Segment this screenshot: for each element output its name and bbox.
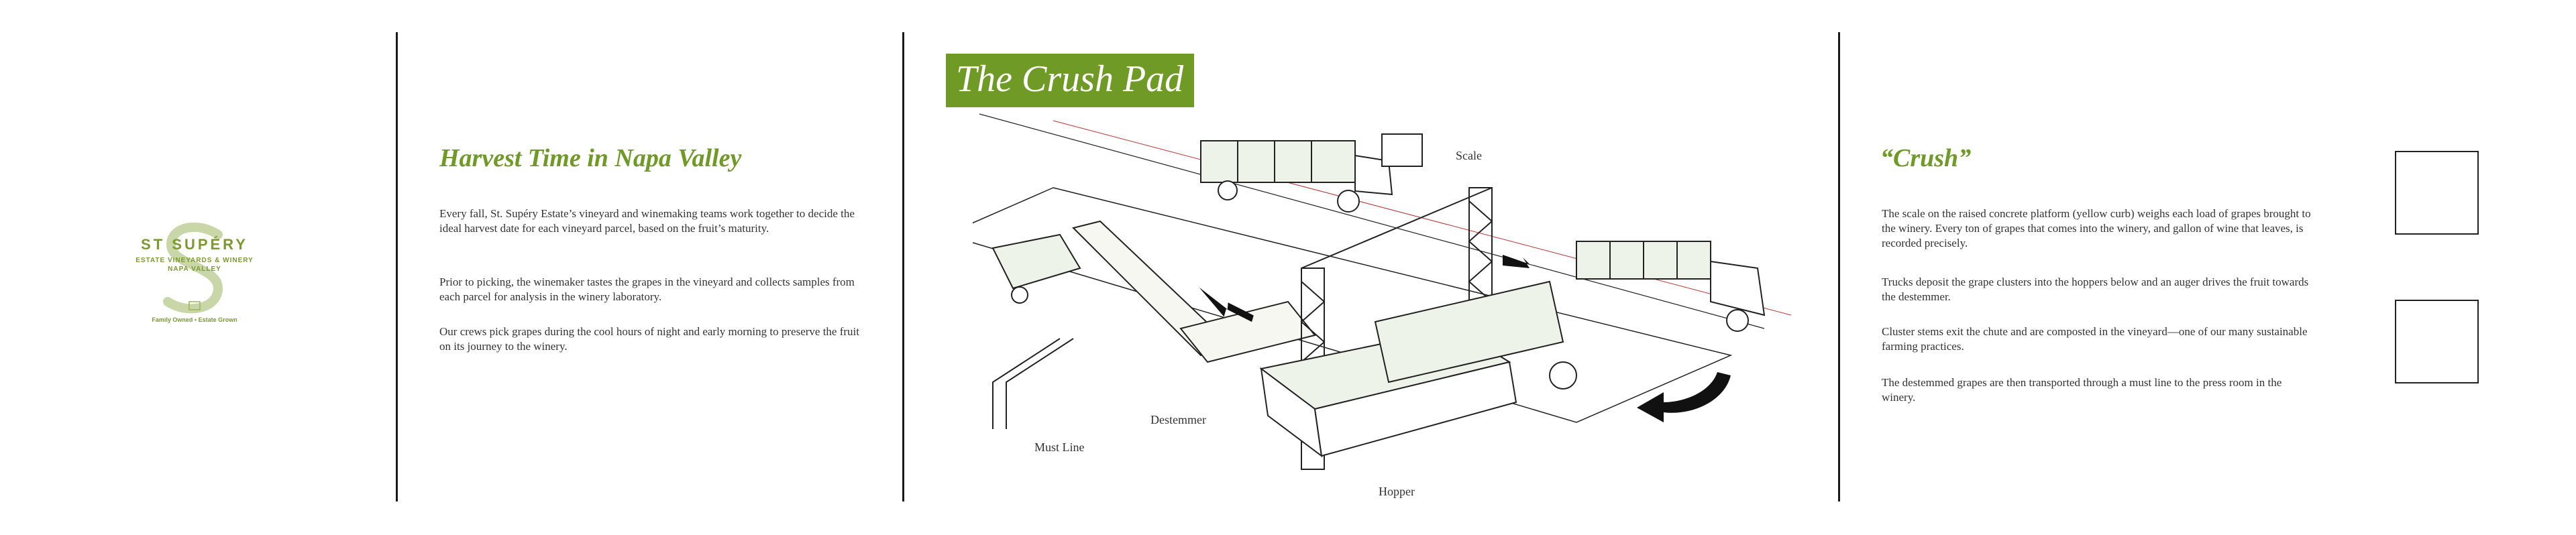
harvest-paragraph-2: Prior to picking, the winemaker tastes t… — [439, 276, 855, 303]
divider-3 — [1838, 32, 1840, 501]
label-scale: Scale — [1456, 149, 1482, 162]
truck-center — [1374, 280, 1577, 390]
crush-pad-banner — [946, 54, 1194, 107]
harvest-heading: Harvest Time in Napa Valley — [439, 144, 742, 172]
st-supery-logo-mark — [163, 222, 223, 314]
crush-paragraph-3: Cluster stems exit the chute and are com… — [1882, 325, 2308, 353]
must-line-pipe — [992, 338, 1074, 429]
harvest-paragraph-1: Every fall, St. Supéry Estate’s vineyard… — [439, 207, 855, 235]
label-must-line: Must Line — [1034, 440, 1085, 454]
placeholder-box-1 — [2395, 151, 2479, 235]
logo-tagline: Family Owned • Estate Grown — [152, 316, 237, 323]
crush-paragraph-1: The scale on the raised concrete platfor… — [1882, 207, 2311, 249]
divider-2 — [902, 32, 904, 501]
crush-pad-illustration — [973, 113, 1792, 470]
scale-sign — [1381, 133, 1423, 167]
logo-subtitle: ESTATE VINEYARDS & WINERY NAPA VALLEY — [134, 256, 255, 274]
label-destemmer: Destemmer — [1150, 413, 1206, 426]
truck-top — [1200, 140, 1393, 213]
flow-arrows — [1199, 255, 1731, 422]
crush-paragraph-4: The destemmed grapes are then transporte… — [1882, 376, 2282, 404]
logo-sub-line-2: NAPA VALLEY — [168, 265, 221, 273]
crush-pad-title: The Crush Pad — [956, 58, 1184, 100]
harvest-paragraph-3: Our crews pick grapes during the cool ho… — [439, 325, 859, 353]
destemmer — [1072, 220, 1316, 363]
placeholder-box-2 — [2395, 300, 2479, 383]
truck-left — [991, 233, 1081, 304]
crush-paragraph-2: Trucks deposit the grape clusters into t… — [1882, 276, 2309, 303]
crush-heading: “Crush” — [1880, 144, 1972, 172]
truck-right — [1576, 241, 1766, 332]
logo-sub-line-1: ESTATE VINEYARDS & WINERY — [136, 257, 254, 264]
divider-1 — [396, 32, 398, 501]
logo-wordmark: ST SUPÉRY — [141, 236, 248, 253]
label-hopper: Hopper — [1379, 485, 1415, 498]
